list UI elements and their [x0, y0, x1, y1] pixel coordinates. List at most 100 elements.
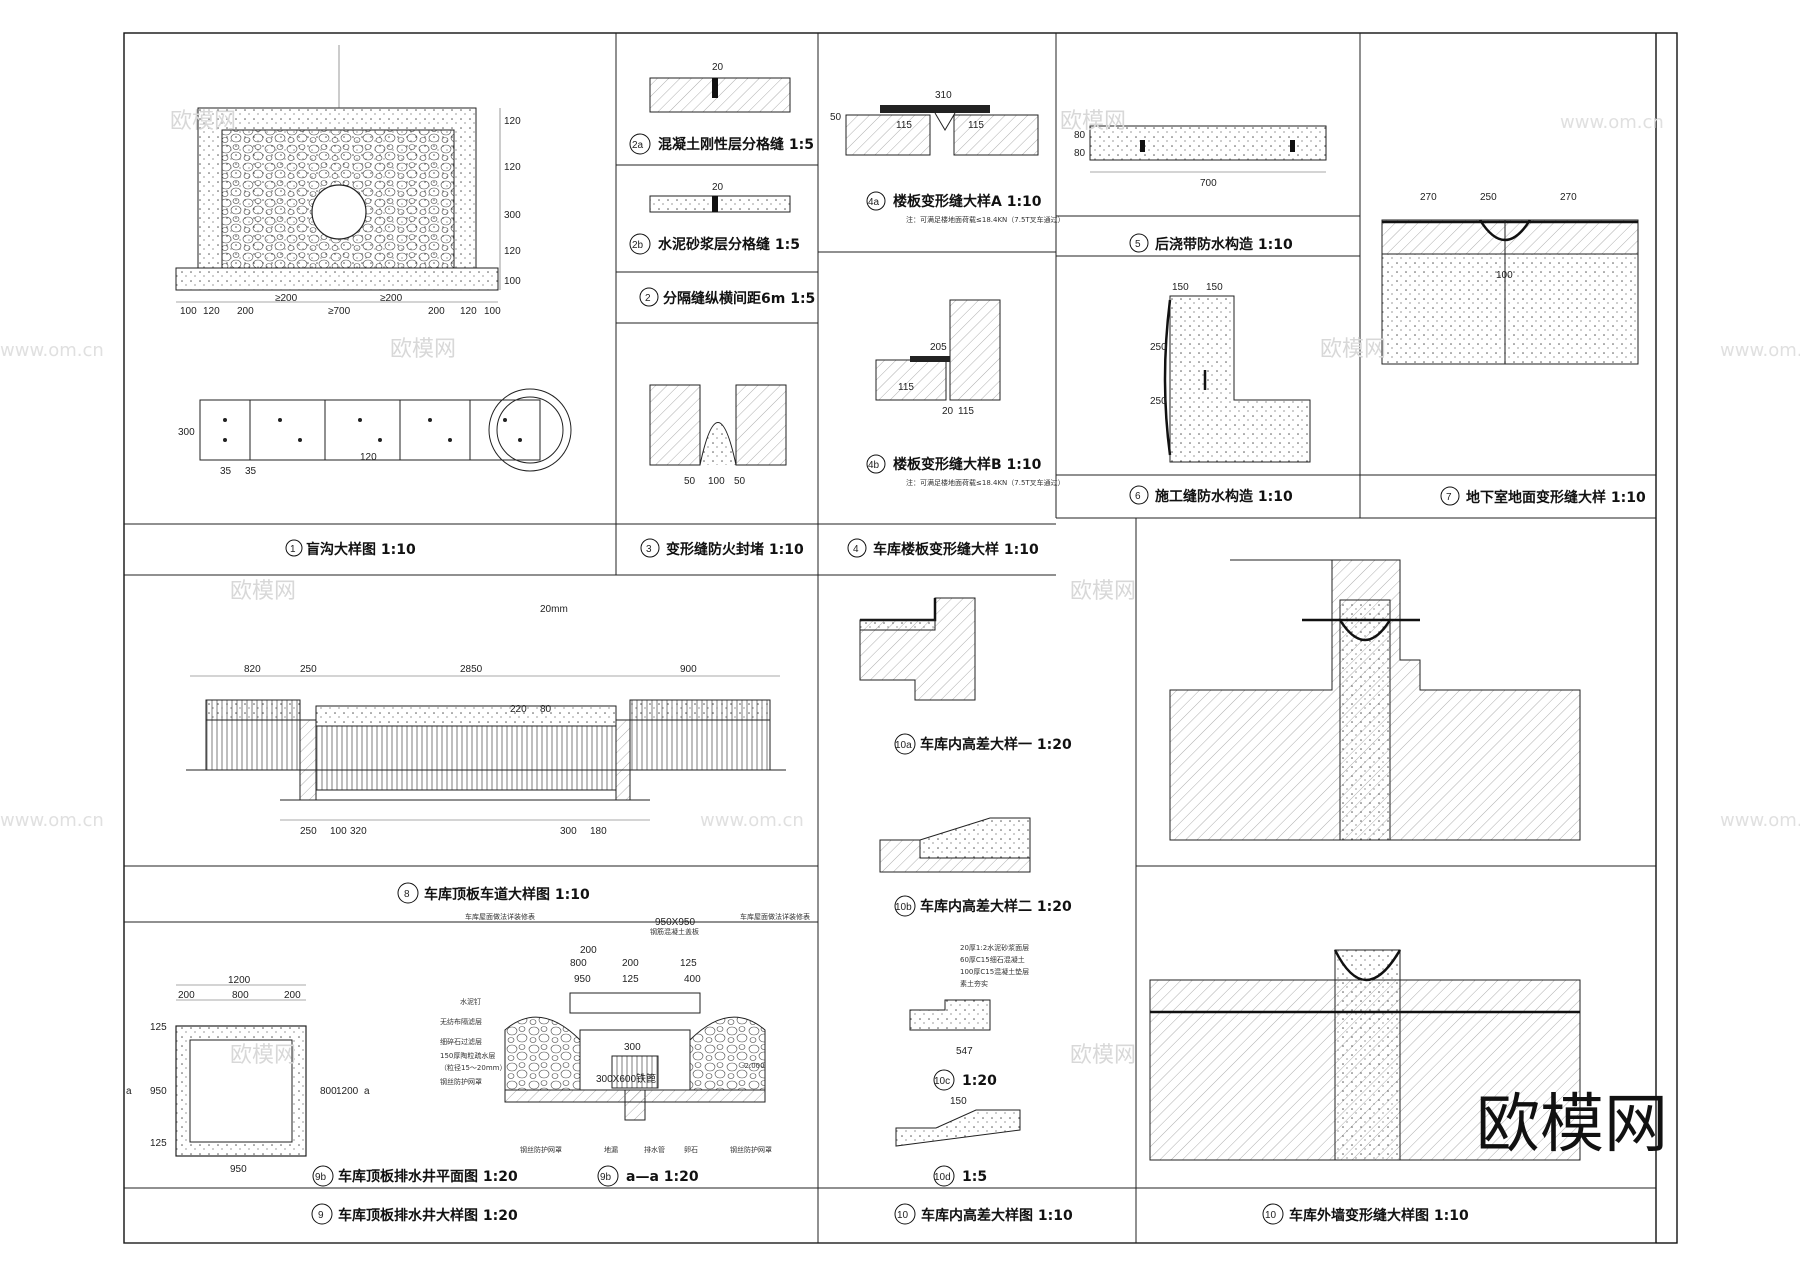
dim-8-b6: 220: [510, 704, 527, 715]
panel-10d-no: 10d: [934, 1172, 951, 1183]
dim-h-9: 100: [484, 306, 501, 317]
label-9-b1: 钢丝防护网罩: [520, 1145, 562, 1154]
dim-9p-9: 800: [320, 1086, 337, 1097]
dim-8-t1: 820: [244, 664, 261, 675]
dim-9s-9: 300X600铁篦: [596, 1072, 656, 1085]
dim-5-1: 700: [1200, 178, 1217, 189]
watermark-8: 欧模网: [1070, 1043, 1136, 1068]
dim-plan-3: 35: [245, 466, 257, 477]
dim-v-4: 120: [504, 246, 521, 257]
dim-h-5: ≥700: [328, 306, 351, 317]
dim-3-2: 100: [708, 476, 725, 487]
panel-4b-no: 4b: [868, 460, 880, 471]
dim-2a: 20: [712, 62, 724, 73]
panel-2a-no: 2a: [632, 140, 644, 151]
dim-10d: 150: [950, 1096, 967, 1107]
panel-10d-title: 1:5: [962, 1169, 987, 1185]
panel-10-no: 10: [897, 1210, 909, 1221]
dim-8-t3: 2850: [460, 664, 483, 675]
panel-4b-note: 注：可满足楼地面荷载≤18.4KN（7.5T叉车通过）: [906, 478, 1065, 487]
label-9-l2: 无纺布隔滤层: [440, 1017, 482, 1026]
note-8-20mm: 20mm: [540, 604, 568, 615]
label-9-l6: 钢丝防护网罩: [440, 1077, 482, 1086]
dim-9p-1: 1200: [228, 975, 251, 986]
panel-4b: 205 115 20 115 4b 楼板变形缝大样B 1:10 注：可满足楼地面…: [866, 299, 1065, 487]
panel-9b-sec-title: a—a 1:20: [626, 1169, 699, 1185]
watermark-url-1: www.om.cn: [0, 340, 104, 361]
dim-5-3: 80: [1074, 148, 1086, 159]
panel-8-title: 车库顶板车道大样图 1:10: [424, 886, 590, 903]
watermark-2: 欧模网: [390, 337, 456, 362]
panel-7-basement-joint: 270 250 270 100 7 地下室地面变形缝大样 1:10: [1381, 192, 1646, 506]
dim-8-t4: 900: [680, 664, 697, 675]
label-9-l1: 水泥钉: [460, 997, 481, 1006]
watermark-url-4: www.om.cn: [1720, 810, 1800, 831]
dim-v-2: 120: [504, 162, 521, 173]
panel-2b-title: 水泥砂浆层分格缝 1:5: [658, 236, 800, 253]
dim-8-b4: 300: [560, 826, 577, 837]
dim-9s-10: 950X950: [655, 917, 695, 928]
panel-4b-title: 楼板变形缝大样B 1:10: [893, 456, 1042, 473]
dim-6-4: 250: [1150, 396, 1167, 407]
dim-3-1: 50: [684, 476, 696, 487]
watermark-url-6: www.om.cn: [1560, 112, 1664, 133]
dim-9s-1: 200: [580, 945, 597, 956]
dim-9s-5: 950: [574, 974, 591, 985]
panel-10b-title: 车库内高差大样二 1:20: [920, 898, 1072, 915]
panel-4a-title: 楼板变形缝大样A 1:10: [893, 193, 1042, 210]
dim-6-2: 150: [1206, 282, 1223, 293]
panel-7-title: 地下室地面变形缝大样 1:10: [1466, 489, 1646, 506]
panel-6-no: 6: [1135, 491, 1141, 502]
dim-9p-8: 950: [150, 1086, 167, 1097]
dim-v-1: 120: [504, 116, 521, 127]
panel-4a-note: 注：可满足楼地面荷载≤18.4KN（7.5T叉车通过）: [906, 215, 1065, 224]
panel-10b-no: 10b: [895, 902, 912, 913]
dim-9p-7: 125: [150, 1138, 167, 1149]
panel-9: 9 车库顶板排水井大样图 1:20: [311, 1203, 518, 1225]
dim-plan-2: 35: [220, 466, 232, 477]
panel-2a-title: 混凝土刚性层分格缝 1:5: [658, 136, 814, 153]
panel-3-fire-seal: 50 100 50 3 变形缝防火封堵 1:10: [640, 384, 804, 558]
dim-plan-4: 120: [360, 452, 377, 463]
dim-h-3: 200: [237, 306, 254, 317]
dim-plan-1: 300: [178, 427, 195, 438]
panel-10c-title: 1:20: [962, 1073, 997, 1089]
dim-4a-2: 115: [896, 120, 912, 131]
panel-10b: 10b 车库内高差大样二 1:20: [879, 817, 1072, 917]
panel-2b-no: 2b: [632, 240, 644, 251]
dim-h-1: 100: [180, 306, 197, 317]
panel-2a: 20 2a 混凝土刚性层分格缝 1:5: [629, 62, 814, 155]
panel-outer-wall-joint-lower: [1149, 949, 1581, 1161]
dim-9s-8: 300: [624, 1042, 641, 1053]
dim-9s-3: 200: [622, 958, 639, 969]
dim-9s-7: 400: [684, 974, 701, 985]
panel-10: 10 车库内高差大样图 1:10: [894, 1203, 1073, 1225]
label-9-l4: 150厚陶粒疏水层: [440, 1051, 495, 1060]
dim-9p-10: 1200: [336, 1086, 359, 1097]
dim-7-4: 100: [1496, 270, 1513, 281]
panel-9b-plan-title: 车库顶板排水井平面图 1:20: [338, 1168, 518, 1185]
watermark-url-2: www.om.cn: [0, 810, 104, 831]
dim-9s-2: 800: [570, 958, 587, 969]
watermark-1: 欧模网: [170, 109, 236, 134]
dim-h-7: 200: [428, 306, 445, 317]
panel-9b-plan-no: 9b: [315, 1172, 327, 1183]
label-9-l3: 细碎石过滤层: [440, 1037, 482, 1046]
panel-9-no: 9: [318, 1210, 324, 1221]
watermark-3: 欧模网: [1060, 109, 1126, 134]
panel-10-wall: 10 车库外墙变形缝大样图 1:10: [1262, 1203, 1469, 1225]
dim-5-2: 80: [1074, 130, 1086, 141]
label-9-b5: 钢丝防护网罩: [730, 1145, 772, 1154]
panel-6-construction-joint: 150 150 250 250 6 施工缝防水构造 1:10: [1129, 282, 1311, 505]
panel-10c-no: 10c: [934, 1076, 950, 1087]
dim-7-2: 250: [1480, 192, 1497, 203]
dim-9p-2: 200: [178, 990, 195, 1001]
label-9-b3: 排水管: [644, 1145, 665, 1154]
label-9-t2: 钢筋混凝土盖板: [650, 927, 699, 936]
dim-4b-4: 115: [958, 406, 974, 417]
panel-5-post-pour-strip: 700 80 80 5 后浇带防水构造 1:10: [1074, 125, 1327, 253]
panel-10a-no: 10a: [895, 740, 912, 751]
dim-h-4: ≥200: [275, 293, 298, 304]
dim-v-3: 300: [504, 210, 521, 221]
panel-2-title: 分隔缝纵横间距6m 1:5: [663, 290, 815, 307]
